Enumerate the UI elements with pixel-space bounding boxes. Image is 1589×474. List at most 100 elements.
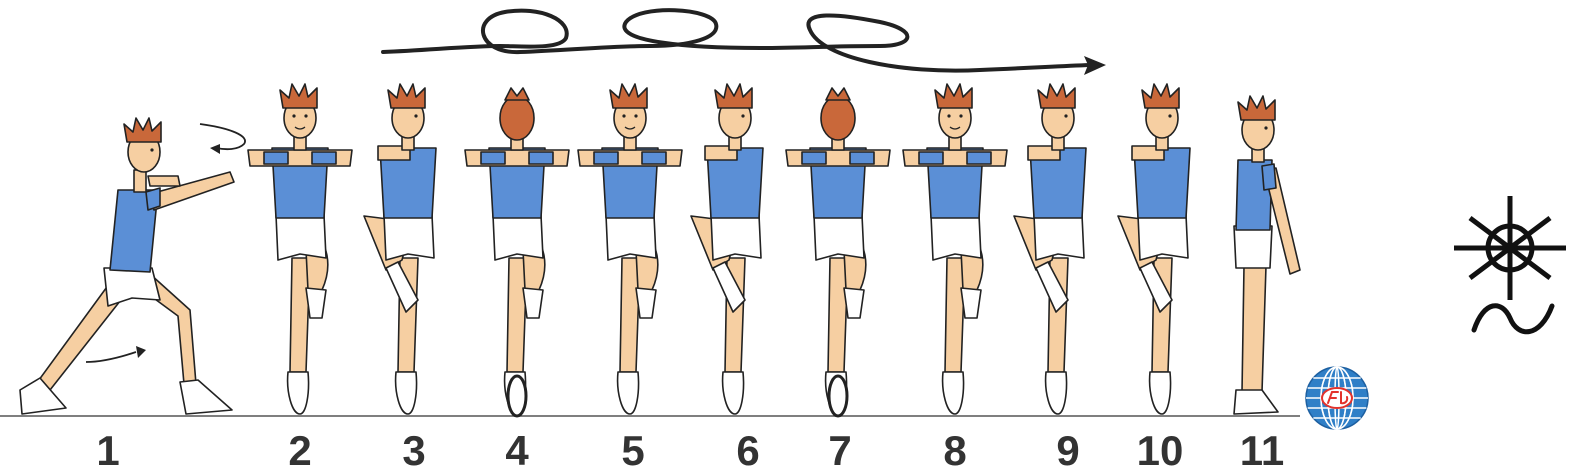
raised-foot [305, 287, 327, 319]
step-label-11: 11 [1240, 427, 1284, 474]
mouth [949, 126, 961, 130]
support-foot [286, 371, 310, 415]
left-sleeve [263, 151, 289, 165]
figure-step-6 [690, 83, 764, 415]
shorts [1137, 214, 1189, 261]
support-foot [616, 371, 640, 415]
raised-foot [1139, 261, 1173, 313]
feet [1233, 389, 1279, 415]
wave-icon [1471, 303, 1555, 335]
raised-foot [843, 287, 865, 319]
globe-logo [1305, 366, 1369, 430]
step-label-2: 2 [288, 427, 311, 474]
shorts [103, 267, 161, 307]
mouth [294, 126, 306, 130]
raised-foot [960, 287, 982, 319]
figure-step-9 [1013, 83, 1087, 415]
hair [609, 83, 648, 109]
figure-step-10 [1117, 83, 1191, 415]
shirt [1133, 147, 1191, 219]
turn-arrow-upper [199, 123, 246, 151]
left-sleeve [593, 151, 619, 165]
turn-arrow-upper-head [210, 144, 220, 154]
eye-right [959, 114, 963, 118]
figure-step-2 [247, 83, 353, 415]
support-foot [941, 371, 965, 415]
figure-step-8 [902, 83, 1008, 415]
shirt [1029, 147, 1087, 219]
head-back [499, 95, 535, 141]
eye [1264, 126, 1268, 130]
figure-sequence [19, 83, 1301, 418]
step-label-5: 5 [621, 427, 644, 474]
figure-step-5 [577, 83, 683, 415]
travel-path-arrowhead [1084, 56, 1106, 75]
left-sleeve [480, 151, 506, 165]
figure-step-7 [785, 87, 891, 418]
shorts [383, 214, 435, 261]
eye [1168, 114, 1172, 118]
shirt [379, 147, 437, 219]
figure-step-3 [363, 83, 437, 415]
raised-foot [1035, 261, 1069, 313]
sleeve [1261, 163, 1277, 191]
arm-back [147, 175, 181, 187]
step-label-1: 1 [96, 427, 119, 474]
front-foot [179, 379, 233, 415]
eye [741, 114, 745, 118]
shorts [492, 214, 544, 261]
notation-symbols [1454, 196, 1566, 335]
left-sleeve [801, 151, 827, 165]
right-sleeve [528, 151, 554, 165]
step-label-3: 3 [402, 427, 425, 474]
eye [414, 114, 418, 118]
hair [123, 117, 162, 143]
shoe-sole [506, 374, 528, 418]
hair [825, 87, 851, 101]
figure-step-11 [1233, 95, 1301, 415]
support-foot [1044, 371, 1068, 415]
hair [714, 83, 753, 109]
shirt [706, 147, 764, 219]
hair [934, 83, 973, 109]
eye-right [634, 114, 638, 118]
support-foot [721, 371, 745, 415]
shorts [1233, 225, 1273, 269]
shorts [1033, 214, 1085, 261]
mouth [624, 126, 636, 130]
neck [133, 169, 147, 193]
head-back [820, 95, 856, 141]
back-foot [19, 377, 67, 415]
raised-foot [385, 261, 419, 313]
travel-path-line [381, 8, 1092, 73]
step-label-9: 9 [1056, 427, 1079, 474]
figure-step-1 [19, 117, 246, 415]
travel-path-arrow [381, 8, 1106, 75]
right-sleeve [641, 151, 667, 165]
figure-step-4 [464, 87, 570, 418]
shorts [710, 214, 762, 261]
hair [1141, 83, 1180, 109]
shorts [605, 214, 657, 261]
step-label-10: 10 [1137, 427, 1184, 474]
support-foot [1148, 371, 1172, 415]
shorts [930, 214, 982, 261]
raised-foot [522, 287, 544, 319]
logo-lettering [1327, 391, 1349, 405]
turn-arrow-lower-head [136, 346, 146, 358]
shorts [275, 214, 327, 261]
right-sleeve [311, 151, 337, 165]
left-sleeve [918, 151, 944, 165]
hair [1037, 83, 1076, 109]
right-sleeve [966, 151, 992, 165]
step-label-8: 8 [943, 427, 966, 474]
right-sleeve [849, 151, 875, 165]
eye-left [947, 114, 951, 118]
turn-arrow-lower [85, 351, 137, 363]
shoe-sole [827, 374, 849, 418]
sleeve [145, 187, 161, 211]
hair [387, 83, 426, 109]
